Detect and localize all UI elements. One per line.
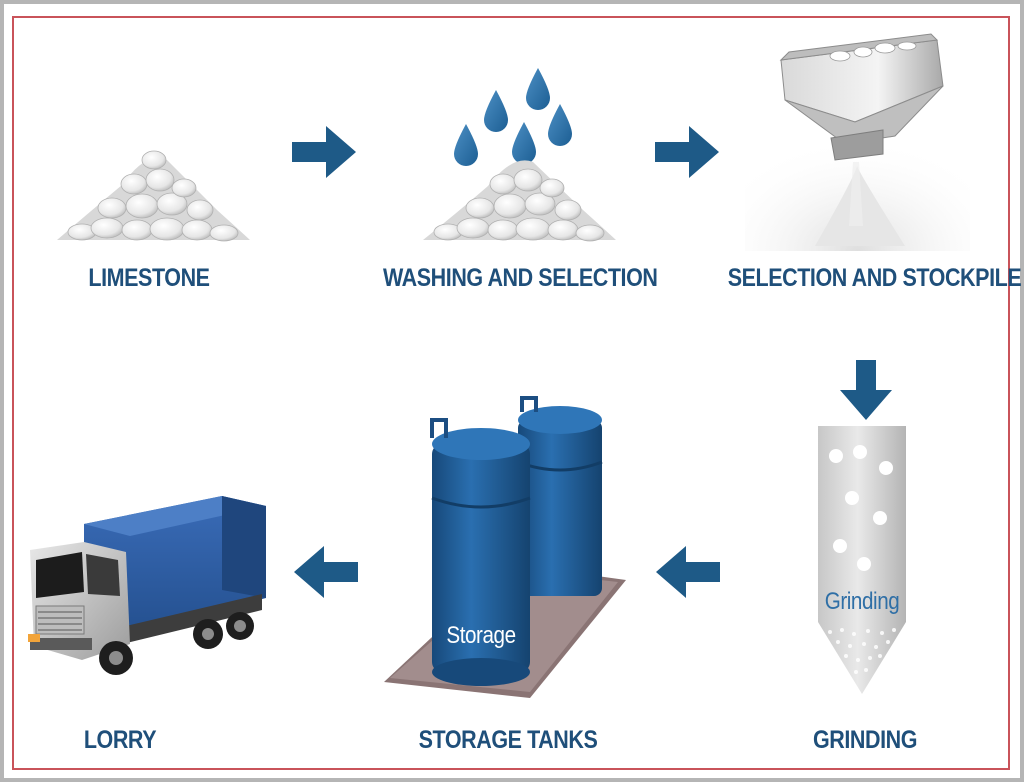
arrow-right-icon	[292, 126, 356, 178]
arrow-right-icon	[655, 126, 719, 178]
grinder-text: Grinding	[824, 588, 900, 615]
step-label-stockpile: SELECTION AND STOCKPILE	[727, 264, 1022, 292]
arrow-left-icon	[294, 546, 358, 598]
arrow-left-icon	[656, 546, 720, 598]
diagram-border	[12, 16, 1010, 770]
grinder-silo-image	[818, 426, 906, 694]
step-label-grinding: GRINDING	[812, 726, 918, 754]
step-label-lorry: LORRY	[83, 726, 157, 754]
washing-rocks-image	[423, 68, 616, 242]
arrow-down-icon	[840, 360, 892, 420]
step-label-washing: WASHING AND SELECTION	[383, 264, 658, 292]
limestone-pile-image	[57, 150, 250, 242]
tank-text: Storage	[446, 622, 516, 649]
step-label-storage-tanks: STORAGE TANKS	[418, 726, 598, 754]
lorry-truck-image	[28, 496, 266, 675]
step-label-limestone: LIMESTONE	[88, 264, 210, 292]
storage-tanks-image	[384, 396, 626, 698]
hopper-stockpile-image	[745, 33, 970, 251]
